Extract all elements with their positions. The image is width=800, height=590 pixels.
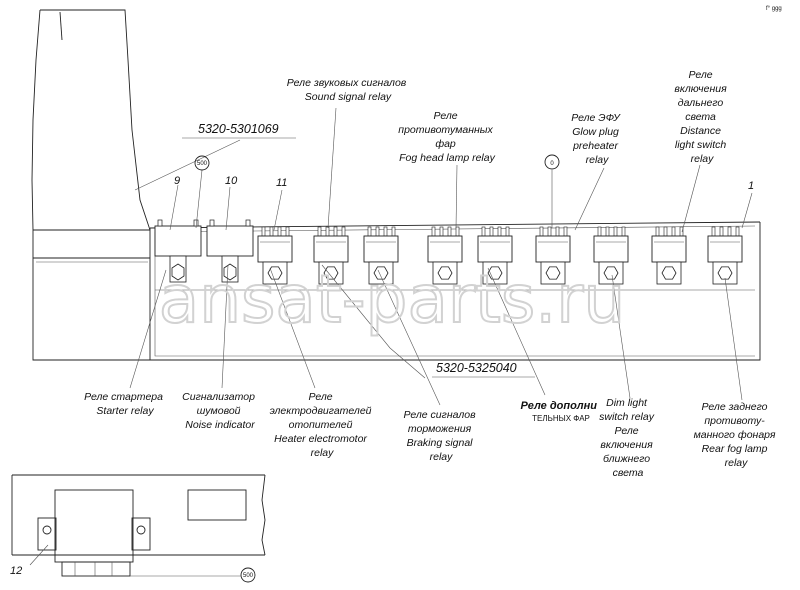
relay-unit — [707, 226, 743, 285]
relay-unit — [593, 226, 629, 285]
label-fog-lamp-relay: Реле противотуманных фар Fog head lamp r… — [398, 110, 495, 164]
relay-unit — [651, 226, 687, 285]
label-starter-relay: Реле стартера Starter relay — [84, 391, 166, 417]
part-number-lower: 5320-5325040 — [436, 361, 517, 375]
relay-unit — [363, 226, 399, 285]
relay-row — [154, 219, 743, 285]
relay-panel — [31, 9, 761, 361]
label-braking-signal-relay: Реле сигналов торможения Braking signal … — [404, 409, 479, 463]
relay-unit — [313, 226, 349, 285]
noise-indicator-unit — [206, 219, 254, 283]
relay-unit — [427, 226, 463, 285]
item-number-9: 9 — [174, 175, 180, 187]
item-number-12: 12 — [10, 565, 22, 577]
label-glow-plug-relay: Реле ЭФУ Glow plug preheater relay — [571, 112, 623, 166]
relay-unit — [535, 226, 571, 285]
label-heater-motor-relay: Реле электродвигателей отопителей Heater… — [270, 391, 375, 459]
label-additional-lamp-relay: Реле дополни ТЕЛЬНЫХ ФАР — [521, 396, 602, 423]
item-number-10: 10 — [225, 175, 238, 187]
marker-500: 500 — [197, 161, 208, 167]
label-noise-indicator: Сигнализатор шумовой Noise indicator — [182, 391, 258, 431]
relay-unit — [477, 226, 513, 285]
marker-0: 0 — [550, 161, 554, 167]
part-number-upper: 5320-5301069 — [198, 122, 279, 136]
watermark: ansat-parts.ru — [159, 261, 625, 338]
relay-unit — [257, 226, 293, 285]
label-rear-fog-relay: Реле заднего противоту- манного фонаря R… — [694, 401, 779, 469]
corner-mark: f° ggg — [766, 6, 782, 12]
label-distance-light-relay: Реле включения дальнего света Distance l… — [674, 69, 729, 165]
leader-lines — [129, 107, 753, 406]
marker-500-bottom: 500 — [243, 573, 254, 579]
label-sound-signal-relay: Реле звуковых сигналов Sound signal rela… — [287, 77, 409, 103]
starter-relay-unit — [154, 219, 202, 283]
lower-mount-detail: 500 — [11, 474, 266, 583]
item-number-11: 11 — [276, 177, 287, 189]
item-number-1: 1 — [748, 180, 754, 192]
label-dim-light-relay: Dim light switch relay Реле включения бл… — [599, 397, 657, 479]
